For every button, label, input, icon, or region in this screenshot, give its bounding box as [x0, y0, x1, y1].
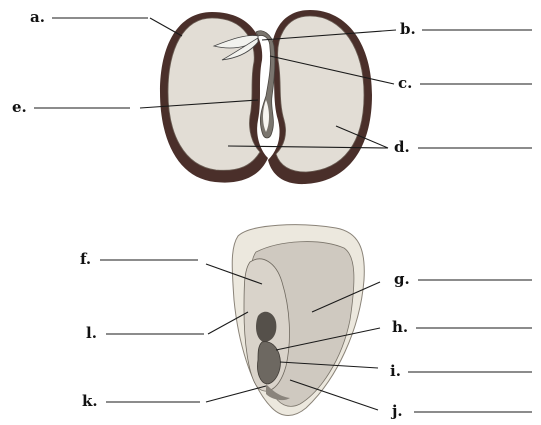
label-l: l. [86, 324, 97, 342]
label-h: h. [392, 318, 408, 336]
label-c: c. [398, 74, 412, 92]
corn-kernel [232, 225, 364, 416]
label-b: b. [400, 20, 416, 38]
label-e: e. [12, 98, 27, 116]
label-g: g. [394, 270, 410, 288]
bean-seed [160, 10, 372, 184]
label-k: k. [82, 392, 98, 410]
leader-line-k-pointer [206, 386, 266, 402]
label-j: j. [390, 402, 403, 420]
leader-line-a-pointer [150, 18, 182, 36]
label-a: a. [30, 8, 45, 26]
label-i: i. [390, 362, 401, 380]
label-f: f. [80, 250, 91, 268]
label-d: d. [394, 138, 410, 156]
